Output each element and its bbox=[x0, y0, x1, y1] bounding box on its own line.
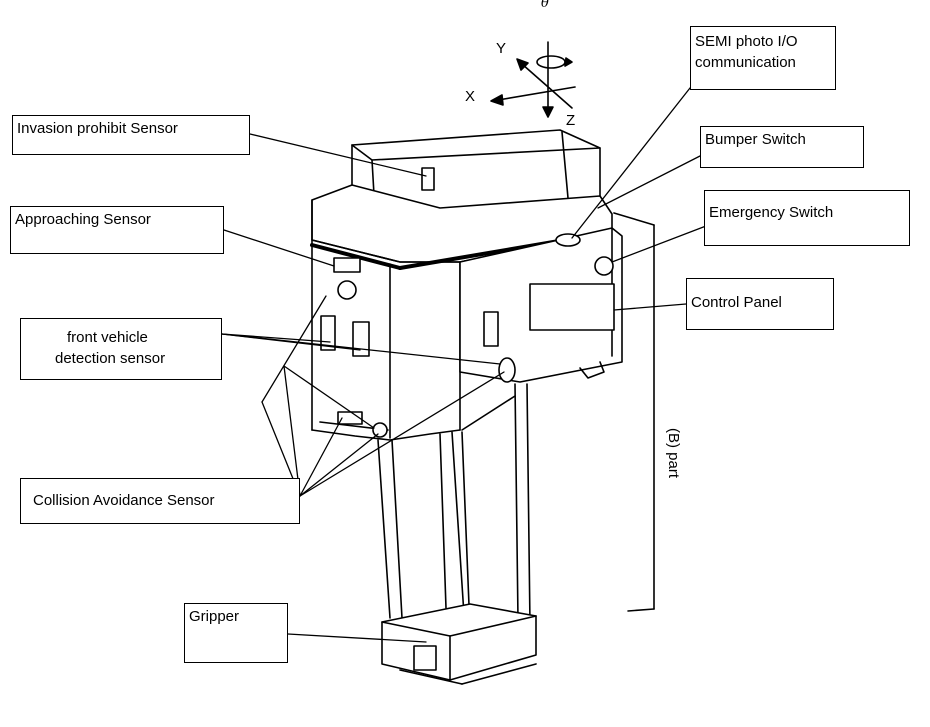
label-control-panel: Control Panel bbox=[686, 278, 834, 330]
leg-frame bbox=[378, 384, 530, 630]
label-text-line2: detection sensor bbox=[55, 348, 217, 369]
label-bumper-switch: Bumper Switch bbox=[700, 126, 864, 168]
label-collision-avoidance-sensor: Collision Avoidance Sensor bbox=[20, 478, 300, 524]
label-text: Approaching Sensor bbox=[15, 210, 219, 230]
label-invasion-prohibit-sensor: Invasion prohibit Sensor bbox=[12, 115, 250, 155]
axis-label-theta: θ bbox=[541, 0, 549, 11]
label-semi-photo-io-communication: SEMI photo I/O communication bbox=[690, 26, 836, 90]
label-text: Bumper Switch bbox=[705, 130, 859, 150]
label-text-line1: front vehicle bbox=[55, 327, 217, 348]
label-text: Collision Avoidance Sensor bbox=[33, 491, 295, 511]
axis-label-x: X bbox=[465, 88, 475, 105]
axis-label-z: Z bbox=[566, 112, 575, 129]
label-b-part: (B) part bbox=[665, 428, 682, 478]
label-text: Control Panel bbox=[691, 293, 829, 313]
label-text-line2: communication bbox=[695, 52, 831, 73]
label-gripper: Gripper bbox=[184, 603, 288, 663]
label-text-line1: SEMI photo I/O bbox=[695, 31, 831, 52]
gripper-base bbox=[382, 604, 536, 684]
label-text: Gripper bbox=[189, 607, 283, 627]
label-emergency-switch: Emergency Switch bbox=[704, 190, 910, 246]
axis-label-y: Y bbox=[496, 40, 506, 57]
label-text: Emergency Switch bbox=[709, 203, 905, 223]
label-text: Invasion prohibit Sensor bbox=[17, 119, 245, 139]
label-approaching-sensor: Approaching Sensor bbox=[10, 206, 224, 254]
label-front-vehicle-detection-sensor: front vehicle detection sensor bbox=[20, 318, 222, 380]
